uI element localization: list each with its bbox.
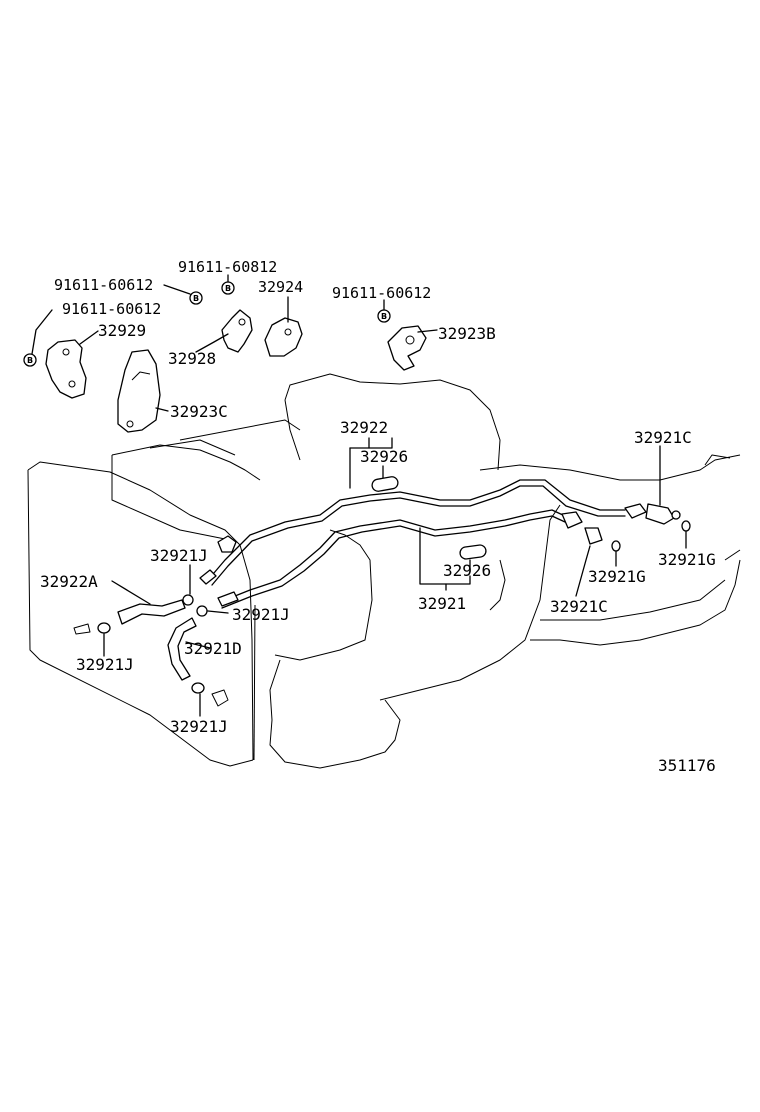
svg-text:B: B: [225, 284, 231, 293]
bracket-32928[interactable]: [221, 309, 253, 353]
hose-32922a[interactable]: [117, 599, 186, 625]
oring-32921g-right[interactable]: [681, 520, 691, 532]
diagram-number: 351176: [658, 756, 716, 775]
clamp-32923b[interactable]: [387, 325, 427, 371]
label-32922a: 32922A: [40, 572, 98, 591]
hose-32926-bottom[interactable]: [459, 544, 487, 560]
clamp-32921j-d[interactable]: [191, 682, 229, 707]
bracket-32929[interactable]: [45, 339, 87, 399]
filler-neck-top: [217, 535, 237, 553]
label-32921: 32921: [418, 594, 466, 613]
label-32921j-c: 32921J: [76, 655, 134, 674]
label-32929: 32929: [98, 321, 146, 340]
label-32923c: 32923C: [170, 402, 228, 421]
clamp-32921j-a[interactable]: [182, 594, 194, 606]
fuel-pipes: [207, 479, 626, 609]
clamp-32921j-b[interactable]: [196, 605, 208, 617]
bracket-32924[interactable]: [264, 317, 303, 357]
leader-lines: [31, 274, 687, 717]
bolt-badge-91611-60612-c[interactable]: B: [377, 309, 391, 323]
label-32921j-b: 32921J: [232, 605, 290, 624]
label-32921c-bottom: 32921C: [550, 597, 608, 616]
label-32921j-a: 32921J: [150, 546, 208, 565]
svg-text:B: B: [193, 294, 199, 303]
bolt-badge-91611-60612-b[interactable]: B: [23, 353, 37, 367]
label-32921g-right: 32921G: [658, 550, 716, 569]
fitting-32921c-top[interactable]: [624, 503, 681, 525]
labels: 91611-60812 32924 91611-60612 91611-6061…: [40, 258, 716, 775]
svg-text:B: B: [27, 356, 33, 365]
body-outline: [27, 373, 741, 769]
fitting-32921c-bottom[interactable]: [561, 511, 603, 545]
label-32921g-left: 32921G: [588, 567, 646, 586]
label-91611-60612-a: 91611-60612: [54, 276, 153, 294]
label-91611-60612-b: 91611-60612: [62, 300, 161, 318]
label-32922: 32922: [340, 418, 388, 437]
bolt-badge-91611-60612-a[interactable]: B: [189, 291, 203, 305]
label-32923b: 32923B: [438, 324, 496, 343]
bolt-badge-91611-60812[interactable]: B: [221, 281, 235, 295]
label-32928: 32928: [168, 349, 216, 368]
hose-32921j-small[interactable]: [199, 569, 239, 607]
label-32926-bottom: 32926: [443, 561, 491, 580]
label-32921j-d: 32921J: [170, 717, 228, 736]
label-32921d: 32921D: [184, 639, 242, 658]
label-32924: 32924: [258, 278, 303, 296]
hose-32921d[interactable]: [167, 617, 197, 681]
hose-32926-top[interactable]: [371, 476, 399, 492]
bracket-32923c[interactable]: [117, 349, 161, 433]
oring-32921g-left[interactable]: [611, 540, 621, 552]
label-91611-60612-c: 91611-60612: [332, 284, 431, 302]
label-32921c-top: 32921C: [634, 428, 692, 447]
svg-text:B: B: [381, 312, 387, 321]
label-91611-60812: 91611-60812: [178, 258, 277, 276]
label-32926-top: 32926: [360, 447, 408, 466]
clamp-32921j-c[interactable]: [73, 622, 111, 635]
